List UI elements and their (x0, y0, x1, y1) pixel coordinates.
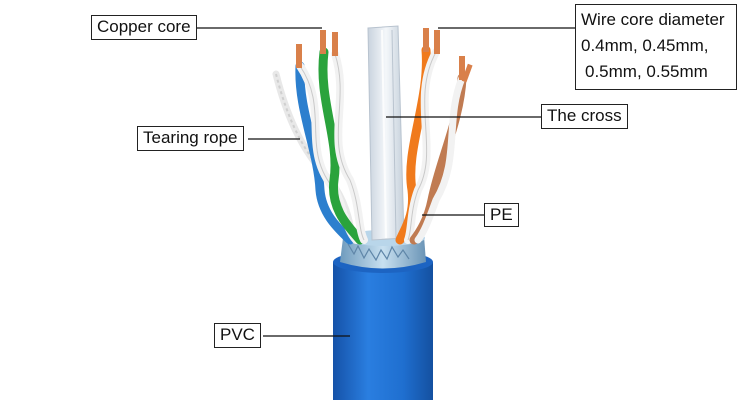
copper-core-label: Copper core (91, 15, 197, 40)
tearing-rope-label: Tearing rope (137, 126, 244, 151)
the-cross-label: The cross (541, 104, 628, 129)
wire-core-diameter-values-1: 0.4mm, 0.45mm, (581, 36, 709, 55)
orange-pair (395, 28, 440, 245)
pvc-jacket (333, 251, 433, 400)
wire-core-diameter-values-2: 0.5mm, 0.55mm (585, 62, 708, 81)
pe-label: PE (484, 203, 519, 227)
brown-pair (409, 56, 473, 245)
pvc-label: PVC (214, 323, 261, 348)
green-pair (318, 30, 368, 245)
cross-filler (367, 25, 405, 241)
wire-core-diameter-title: Wire core diameter (581, 10, 725, 29)
wire-core-diameter-label: Wire core diameter 0.4mm, 0.45mm, 0.5mm,… (575, 4, 737, 90)
leader-lines (197, 27, 575, 337)
